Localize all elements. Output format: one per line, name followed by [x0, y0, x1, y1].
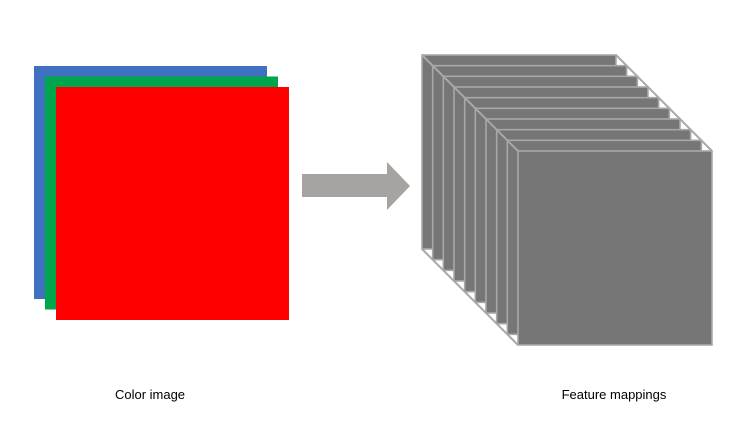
feature-map-stack — [421, 54, 713, 346]
feature-map — [517, 150, 713, 346]
color-image-label: Color image — [114, 387, 186, 402]
stack-edge — [421, 248, 519, 346]
color-image-channels — [34, 66, 289, 320]
red-channel — [56, 87, 289, 320]
stack-edge — [421, 54, 519, 152]
feature-mappings-label: Feature mappings — [561, 387, 667, 402]
transform-arrow — [302, 162, 410, 210]
stack-edge — [615, 54, 713, 152]
